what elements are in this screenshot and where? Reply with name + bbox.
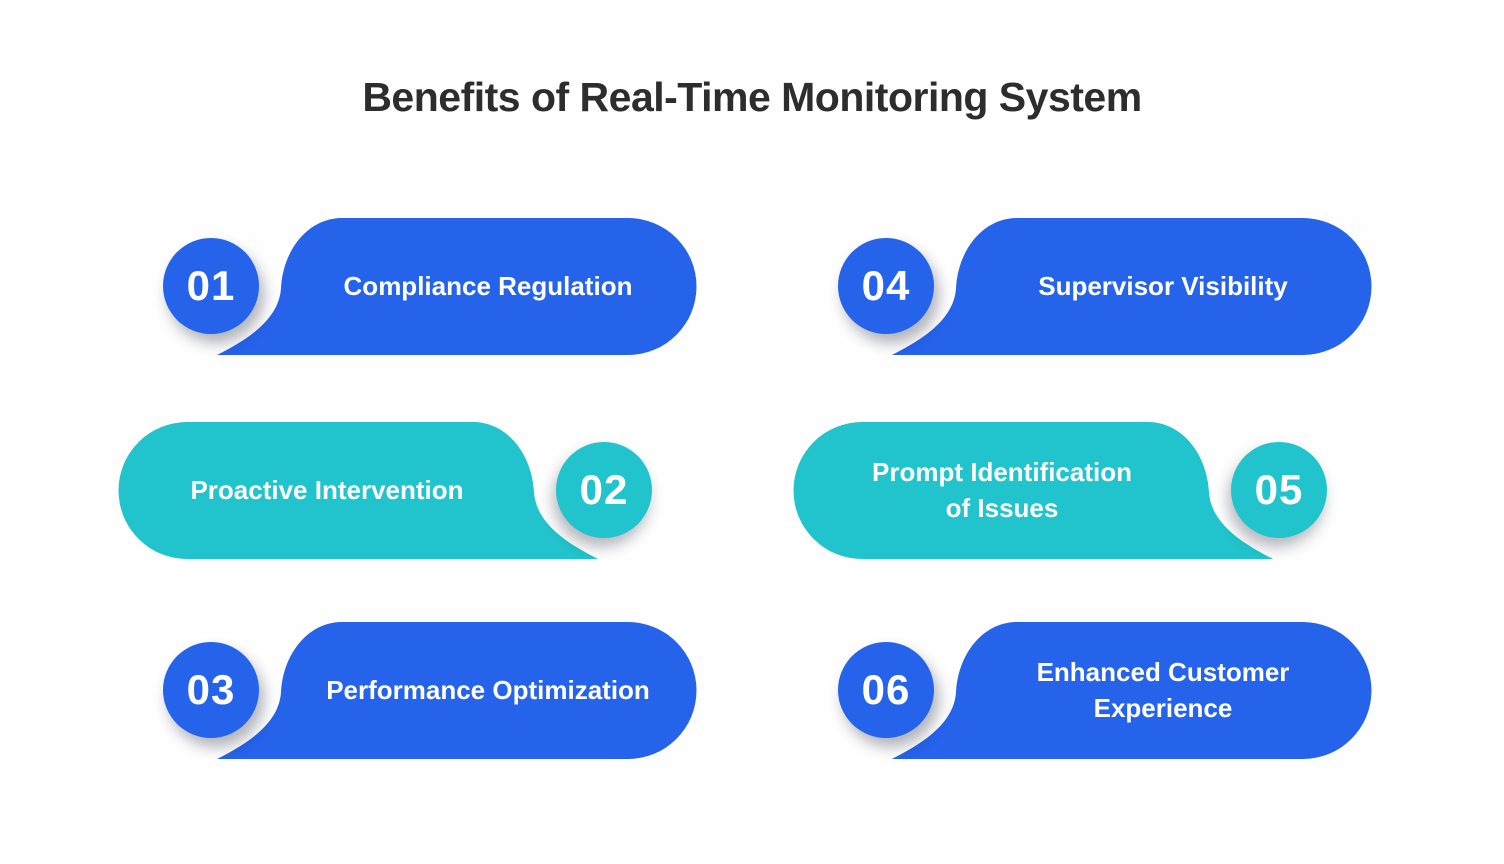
benefit-label: Supervisor Visibility [1038, 270, 1288, 301]
pill-path [892, 622, 1372, 759]
benefit-number: 04 [861, 262, 911, 309]
benefit-number: 06 [861, 666, 911, 713]
benefit-label: Prompt Identification of Issues [872, 457, 1132, 523]
benefit-label: Enhanced Customer Experience [1036, 657, 1290, 723]
pill-path [217, 218, 697, 355]
pill-shape [217, 622, 697, 759]
pill-shape [892, 622, 1372, 759]
benefit-item-06: Enhanced Customer Experience 06 [837, 614, 1372, 774]
benefit-number: 02 [579, 466, 629, 513]
benefit-number-circle: 03 [163, 642, 259, 738]
benefit-number-circle: 06 [838, 642, 934, 738]
benefit-item-04: Supervisor Visibility 04 [837, 210, 1372, 370]
benefit-number-circle: 05 [1231, 442, 1327, 538]
pill-path [892, 218, 1372, 355]
pill-path [118, 422, 598, 559]
pill-shape [217, 218, 697, 355]
benefit-number-circle: 02 [556, 442, 652, 538]
pill-path [217, 622, 697, 759]
pill-shape [118, 422, 598, 559]
benefit-number-circle: 04 [838, 238, 934, 334]
pill-shape [892, 218, 1372, 355]
benefit-item-05: Prompt Identification of Issues 05 [793, 414, 1328, 574]
benefit-label: Compliance Regulation [343, 270, 633, 301]
benefit-number: 01 [186, 262, 236, 309]
benefit-label: Proactive Intervention [190, 474, 464, 505]
benefit-item-01: Compliance Regulation 01 [162, 210, 697, 370]
benefit-item-02: Proactive Intervention 02 [118, 414, 653, 574]
benefit-number-circle: 01 [163, 238, 259, 334]
pill-path [793, 422, 1273, 559]
benefit-number: 05 [1254, 466, 1304, 513]
page-title: Benefits of Real-Time Monitoring System [362, 74, 1142, 120]
pill-shape [793, 422, 1273, 559]
benefit-item-03: Performance Optimization 03 [162, 614, 697, 774]
benefit-number: 03 [186, 666, 236, 713]
benefit-label: Performance Optimization [326, 674, 650, 705]
